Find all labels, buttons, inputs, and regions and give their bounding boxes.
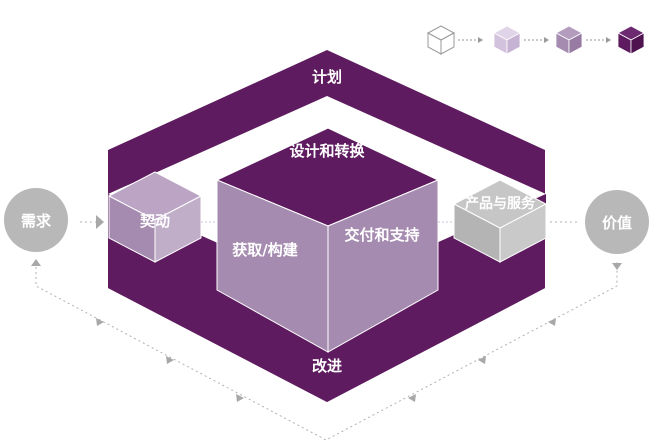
cube-light-icon	[493, 25, 521, 55]
bottom-band-left	[108, 226, 327, 402]
cube-dark-icon	[617, 25, 645, 55]
arrow-left-icon	[96, 318, 104, 326]
engage-label: 契动	[139, 212, 170, 230]
value-circle	[585, 190, 649, 254]
demand-label: 需求	[21, 212, 52, 230]
arrow-left-icon	[478, 356, 486, 364]
arrow-left-icon	[236, 394, 244, 402]
products-label: 产品与服务	[465, 195, 536, 212]
arrow-up-icon	[31, 259, 41, 266]
cube-mid-icon	[555, 25, 583, 55]
legend	[426, 25, 645, 55]
flow-arrows	[31, 215, 622, 402]
center-cube	[215, 127, 440, 353]
design-label: 设计和转换	[289, 142, 365, 160]
demand-circle	[4, 188, 68, 252]
improve-label: 改进	[312, 357, 342, 375]
deliver-label: 交付和支持	[344, 226, 419, 244]
arrow-left-icon	[166, 356, 174, 364]
arrow-right-icon	[96, 215, 104, 229]
plan-label: 计划	[312, 68, 342, 86]
cube-outline-icon	[426, 25, 456, 55]
arrow-left-icon	[408, 394, 416, 402]
engage-cube	[107, 171, 203, 263]
bottom-band-right	[327, 226, 545, 402]
value-label: 价值	[602, 214, 632, 232]
arrow-down-icon	[612, 263, 622, 270]
arrow-left-icon	[548, 318, 556, 326]
products-cube	[452, 179, 548, 263]
obtain-label: 获取/构建	[232, 241, 298, 259]
